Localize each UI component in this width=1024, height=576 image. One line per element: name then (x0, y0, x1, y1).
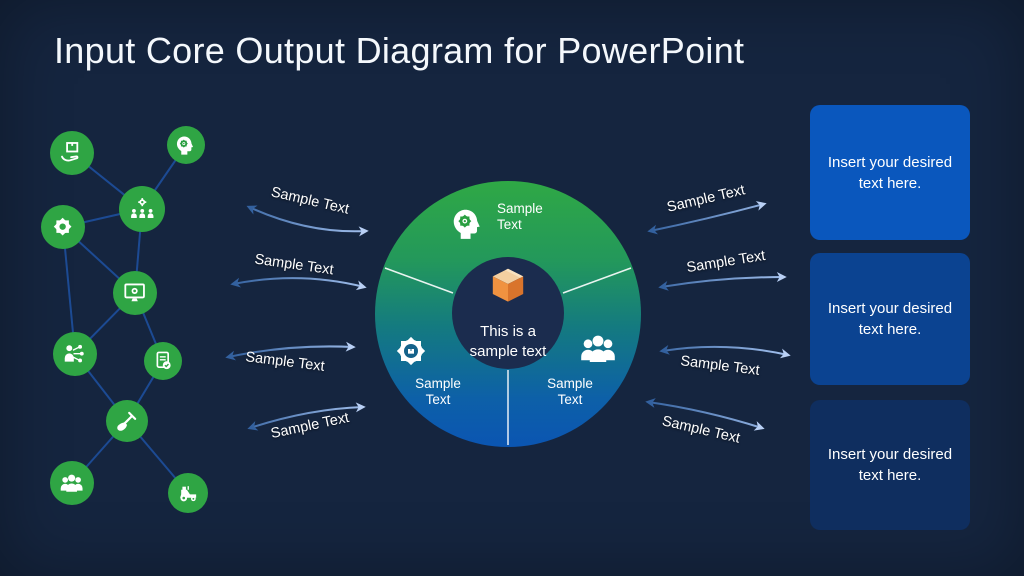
arrow-right-1 (647, 201, 767, 235)
output-box-3-text: Insert your desired text here. (827, 446, 953, 484)
output-box-1[interactable]: Insert your desired text here. (810, 105, 970, 240)
document-check-icon (151, 349, 175, 373)
network-node-hand-box (50, 131, 94, 175)
people-group-icon (577, 327, 619, 369)
donut-divider-lines (384, 267, 632, 445)
network-node-people-group (50, 461, 94, 505)
network-node-head-gear (167, 126, 205, 164)
output-box-3[interactable]: Insert your desired text here. (810, 400, 970, 530)
team-gear-icon (128, 195, 157, 224)
network-node-person-hierarchy (53, 332, 97, 376)
arrow-left-3 (225, 341, 356, 361)
arrow-right-4 (645, 398, 765, 431)
head-gear-icon (449, 204, 487, 242)
output-box-1-text: Insert your desired text here. (827, 153, 953, 192)
core-segment-left-label[interactable]: Sample Text (415, 376, 461, 408)
gear-box-icon (391, 331, 431, 371)
tractor-icon (176, 481, 201, 506)
page-title: Input Core Output Diagram for PowerPoint (54, 30, 745, 71)
head-gear-icon (174, 133, 198, 157)
network-node-gear (41, 205, 85, 249)
arrow-right-3 (659, 344, 791, 359)
network-node-monitor-gear (113, 271, 157, 315)
network-node-team-gear (119, 186, 165, 232)
hand-box-icon (58, 139, 85, 166)
arrow-left-2 (230, 277, 367, 291)
shovel-icon (114, 408, 140, 434)
core-center-label[interactable]: This is a sample text (469, 323, 547, 361)
person-hierarchy-icon (61, 340, 88, 367)
core-segment-right-label[interactable]: Sample Text (547, 376, 593, 408)
monitor-gear-icon (121, 279, 148, 306)
people-group-icon (58, 469, 85, 496)
gear-icon (49, 213, 76, 240)
arrow-left-1 (246, 205, 369, 237)
network-node-shovel (106, 400, 148, 442)
arrow-left-4 (247, 402, 366, 431)
package-box-icon (484, 264, 532, 312)
sample-arrows (225, 201, 791, 431)
arrow-right-2 (658, 272, 787, 291)
core-segment-top-label[interactable]: Sample Text (497, 201, 543, 233)
network-node-tractor (168, 473, 208, 513)
network-node-document-check (144, 342, 182, 380)
output-box-2-text: Insert your desired text here. (827, 300, 953, 338)
output-box-2[interactable]: Insert your desired text here. (810, 253, 970, 385)
